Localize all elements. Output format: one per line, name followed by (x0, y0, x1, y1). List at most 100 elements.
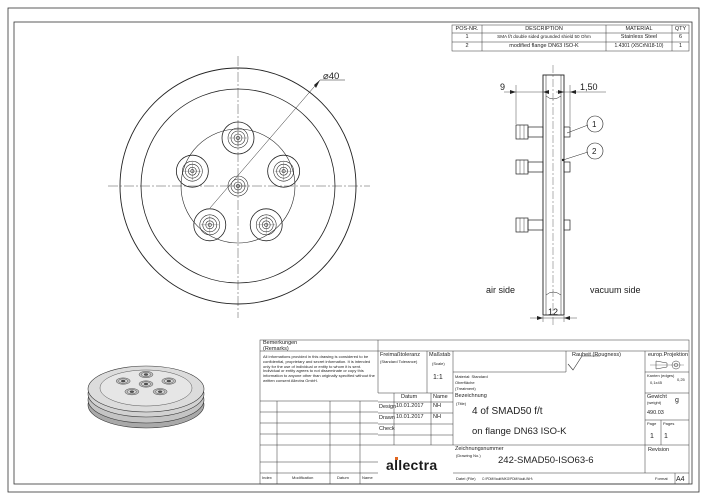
file-label: Datei (File) (456, 476, 476, 481)
bom-row-2-qty: 1 (678, 43, 683, 49)
feedthrough-3 (249, 208, 283, 242)
iso-feedthrough-1 (138, 371, 154, 378)
bom-header-qty: QTY (674, 26, 687, 32)
bom-row-1-pos: 1 (465, 34, 469, 40)
edge-value-2: 0,25 (677, 377, 685, 382)
weight-label: Gewicht (647, 394, 667, 400)
feedthrough-1 (221, 121, 255, 155)
design-label: Design (379, 404, 397, 410)
connector-left-1 (515, 124, 544, 140)
remarks-label-en: (Remarks) (263, 346, 289, 352)
treatment-label: (Treatment) (455, 386, 476, 391)
scale-label-en: (Scale) (432, 361, 445, 366)
format-value: A4 (676, 476, 685, 483)
connector-left-3 (515, 217, 544, 233)
scale-value: 1:1 (433, 374, 443, 381)
drawn-name: NH (433, 414, 441, 420)
design-date: 10.01.2017 (396, 403, 424, 409)
iso-feedthrough-0 (138, 380, 154, 388)
designation-label-en: (Title) (456, 401, 467, 406)
bom-row-2-description: modified flange DN63 ISO-K (509, 43, 579, 49)
revision-label: Revision (648, 447, 670, 453)
feedthrough-5 (175, 154, 209, 188)
isometric-view (87, 365, 205, 429)
iso-feedthrough-3 (152, 388, 168, 396)
confidential-notice: All informations provided in this drawin… (263, 354, 375, 383)
vacuum-side-label: vacuum side (590, 285, 641, 295)
feedthrough-2 (267, 154, 301, 188)
projection-label: europ.Projektion (648, 352, 689, 358)
weight-label-en: (weight) (647, 400, 662, 405)
bom-row-2-material: 1.4301 (X5CrNi18-10) (614, 43, 664, 49)
connector-left-2 (515, 159, 544, 175)
feedthroughs (175, 121, 301, 242)
drawn-label: Drawn (379, 415, 395, 421)
format-label: Format (655, 476, 668, 481)
drawing-number-label-en: (Drawing No.) (456, 453, 481, 458)
check-label: Check (379, 426, 395, 432)
connector-right-3 (563, 219, 571, 231)
pages-label: Pages (663, 421, 675, 426)
edges-label: Kanten (edges) (647, 373, 675, 378)
weight-value: 490.03 (647, 410, 664, 416)
dimension-12: 12 (548, 307, 558, 317)
weight-unit: g (675, 397, 679, 404)
pages-value: 1 (664, 433, 668, 440)
feedthrough-0 (227, 175, 249, 197)
page-value: 1 (650, 433, 654, 440)
projection-symbol (650, 360, 684, 370)
file-path: C:\PDM\Vault\MKG\PDM\Vault-INH\ (482, 477, 533, 481)
diameter-leader (209, 79, 321, 209)
iso-feedthrough-5 (115, 377, 131, 385)
connector-right-2 (563, 161, 571, 173)
design-name: NH (433, 403, 441, 409)
modification-label: Modification (292, 475, 314, 480)
side-view (504, 65, 606, 325)
dimension-9: 9 (500, 82, 505, 92)
allectra-logo: allectra (386, 457, 437, 473)
roughness-label: Rauheit (Rougness) (572, 352, 621, 358)
index-label: Index (262, 475, 272, 480)
date-label-2: Datum (337, 475, 349, 480)
bom-table (451, 24, 690, 52)
iso-feedthrough-2 (161, 377, 177, 385)
date-column-header: Datum (401, 394, 418, 400)
tolerance-label-en: (Standard Tolerance) (380, 359, 418, 364)
callout-2-circle (586, 142, 604, 160)
drawing-number-label: Zeichnungsnummer (455, 446, 504, 452)
svg-text:allectra: allectra (386, 457, 437, 473)
drawn-date: 10.01.2017 (396, 414, 424, 420)
callout-2: 2 (592, 147, 597, 156)
feedthrough-4 (193, 208, 227, 242)
designation-label: Bezeichnung (455, 393, 487, 399)
scale-label: Maßstab (429, 352, 451, 358)
iso-feedthroughs (115, 371, 177, 396)
edge-value-1: 0,1x45 (650, 380, 663, 385)
front-view (108, 56, 370, 318)
name-label-2: Name (362, 475, 373, 480)
drawing-number: 242-SMAD50-ISO63-6 (498, 455, 594, 466)
air-side-label: air side (486, 285, 515, 295)
name-column-header: Name (433, 394, 448, 400)
iso-feedthrough-4 (124, 388, 140, 396)
bom-row-1-description: SMA f/t double sided grounded shield 50 … (497, 34, 591, 39)
bom-row-1-material: Stainless Steel (620, 34, 658, 40)
diameter-dimension: ⌀40 (323, 71, 339, 82)
surface-label: Oberfläche (455, 380, 475, 385)
bom-header-description: DESCRIPTION (525, 26, 563, 32)
tolerance-label: Freimaßtoleranz (380, 352, 421, 358)
drawing-title-line-1: 4 of SMAD50 f/t (472, 406, 543, 417)
title-block (259, 339, 690, 485)
bom-header-material: MATERIAL (625, 26, 653, 32)
material-label: Material: Standard (455, 374, 488, 379)
remarks-label: Bemerkungen (263, 340, 298, 346)
bom-row-2-pos: 2 (465, 43, 469, 49)
callout-1: 1 (592, 120, 597, 129)
page-label: Page (647, 421, 657, 426)
drawing-title-line-2: on flange DN63 ISO-K (472, 426, 567, 437)
bom-header-pos: POS-NR. (455, 26, 479, 32)
dimension-1-50: 1,50 (580, 82, 598, 92)
flange-side-body (542, 74, 565, 316)
bom-row-1-qty: 6 (678, 34, 683, 40)
